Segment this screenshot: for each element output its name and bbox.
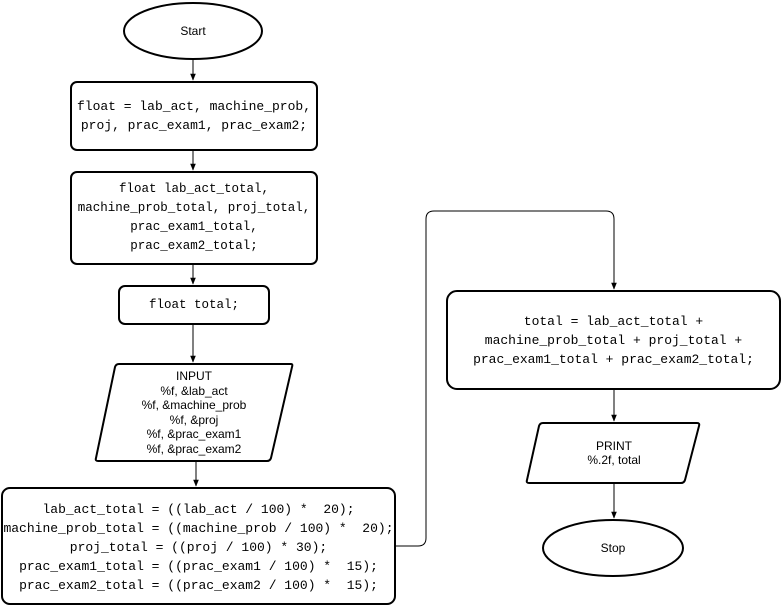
input-label: INPUT %f, &lab_act %f, &machine_prob %f,…	[105, 366, 283, 459]
start-label: Start	[124, 3, 262, 59]
compute-total-label: total = lab_act_total + machine_prob_tot…	[448, 292, 779, 388]
declare-totals-line-3: prac_exam1_total,	[130, 220, 258, 234]
declare-totals-line-1: float lab_act_total,	[118, 182, 270, 196]
start-label-text: Start	[180, 23, 206, 38]
stop-label-text: Stop	[600, 540, 626, 555]
compute-parts-line-5: prac_exam2_total = ((prac_exam2 / 100) *…	[19, 577, 378, 593]
declare-inputs-label: float = lab_act, machine_prob, proj, pra…	[72, 83, 316, 149]
compute-parts-line-1: lab_act_total = ((lab_act / 100) * 20);	[42, 501, 355, 517]
input-line-6: %f, &prac_exam2	[146, 441, 242, 456]
compute-parts-line-2: machine_prob_total = ((machine_prob / 10…	[3, 520, 394, 536]
declare-total-line-1: float total;	[148, 297, 239, 312]
compute-parts-label: lab_act_total = ((lab_act / 100) * 20); …	[3, 499, 394, 595]
compute-parts-line-3: proj_total = ((proj / 100) * 30);	[69, 539, 328, 555]
declare-inputs-line-1: float = lab_act, machine_prob,	[76, 99, 312, 114]
declare-totals-line-2: machine_prob_total, proj_total,	[77, 201, 311, 215]
compute-total-line-1: total = lab_act_total +	[523, 313, 704, 329]
compute-total-line-2: machine_prob_total + proj_total +	[484, 332, 743, 348]
print-line-1: PRINT	[596, 438, 632, 453]
declare-inputs-line-2: proj, prac_exam1, prac_exam2;	[80, 118, 308, 133]
declare-inputs-process-shape[interactable]	[70, 81, 318, 151]
print-line-2: %.2f, total	[587, 453, 641, 467]
stop-terminator-shape[interactable]	[542, 519, 684, 577]
input-line-2: %f, &lab_act	[160, 383, 228, 398]
declare-totals-line-4: prac_exam2_total;	[130, 239, 258, 253]
compute-total-line-3: prac_exam1_total + prac_exam2_total;	[473, 351, 754, 367]
input-line-1: INPUT	[176, 369, 212, 383]
declare-total-label: float total;	[120, 287, 268, 323]
input-line-3: %f, &machine_prob	[141, 398, 247, 412]
declare-totals-process-shape[interactable]	[70, 171, 318, 265]
compute-parts-line-4: prac_exam1_total = ((prac_exam1 / 100) *…	[19, 558, 378, 574]
print-io-shape[interactable]	[525, 422, 701, 484]
print-label: PRINT %.2f, total	[534, 425, 694, 481]
input-io-shape[interactable]	[94, 363, 294, 462]
input-line-5: %f, &prac_exam1	[146, 427, 242, 441]
declare-total-process-shape[interactable]	[118, 285, 270, 325]
declare-totals-label: float lab_act_total, machine_prob_total,…	[72, 173, 316, 263]
edge-compute-parts-to-compute-total[interactable]	[395, 210, 617, 547]
input-line-4: %f, &proj	[169, 412, 219, 427]
stop-label: Stop	[543, 520, 683, 576]
